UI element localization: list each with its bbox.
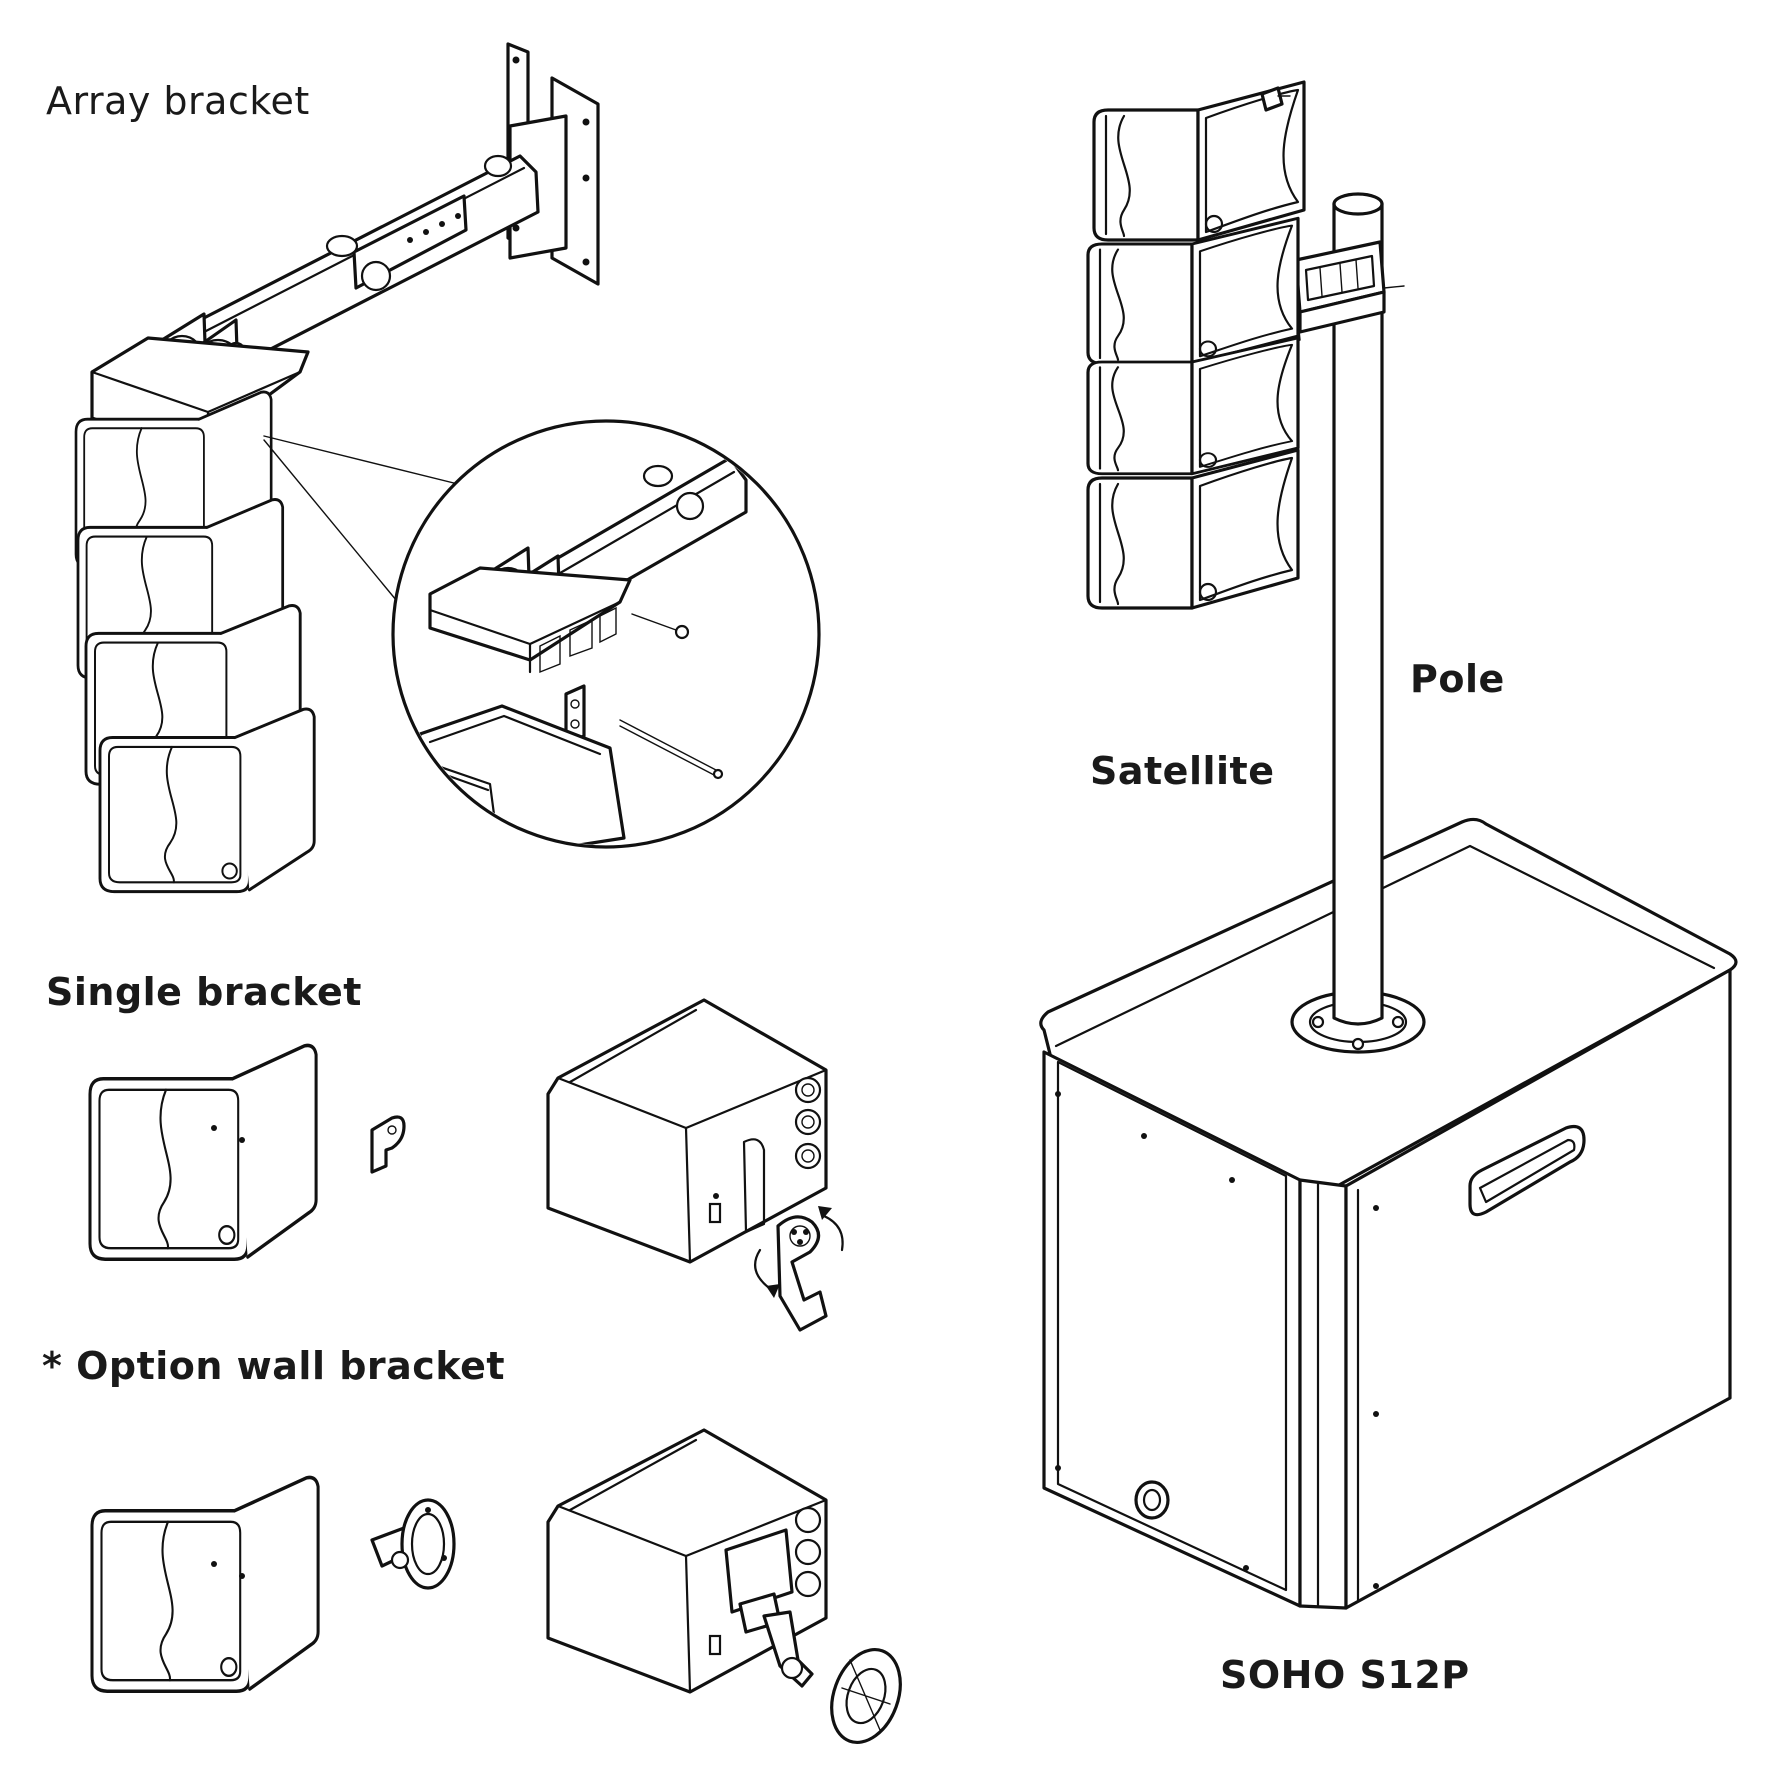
array-bracket-detail-zoom [391,419,821,849]
single-bracket-label: Single bracket [46,970,362,1014]
single-bracket-rear-illustration [546,998,844,1332]
pole-illustration [1283,192,1405,1026]
zoom-line-upper [263,435,475,489]
satellite-label: Satellite [1090,749,1275,793]
wall-bracket-rear-illustration [546,1428,902,1745]
pole-label: Pole [1410,657,1505,701]
model-label: SOHO S12P [1220,1653,1470,1697]
array-bracket-label: Array bracket [46,79,310,123]
array-bracket-illustration [74,42,600,894]
option-wall-bracket-label: * Option wall bracket [42,1344,506,1388]
single-bracket-front-illustration [88,1043,406,1261]
wall-bracket-front-illustration [90,1475,456,1693]
subwoofer-illustration [1039,817,1738,1610]
satellite-column-illustration [1086,80,1306,610]
zoom-line-lower [263,439,407,613]
